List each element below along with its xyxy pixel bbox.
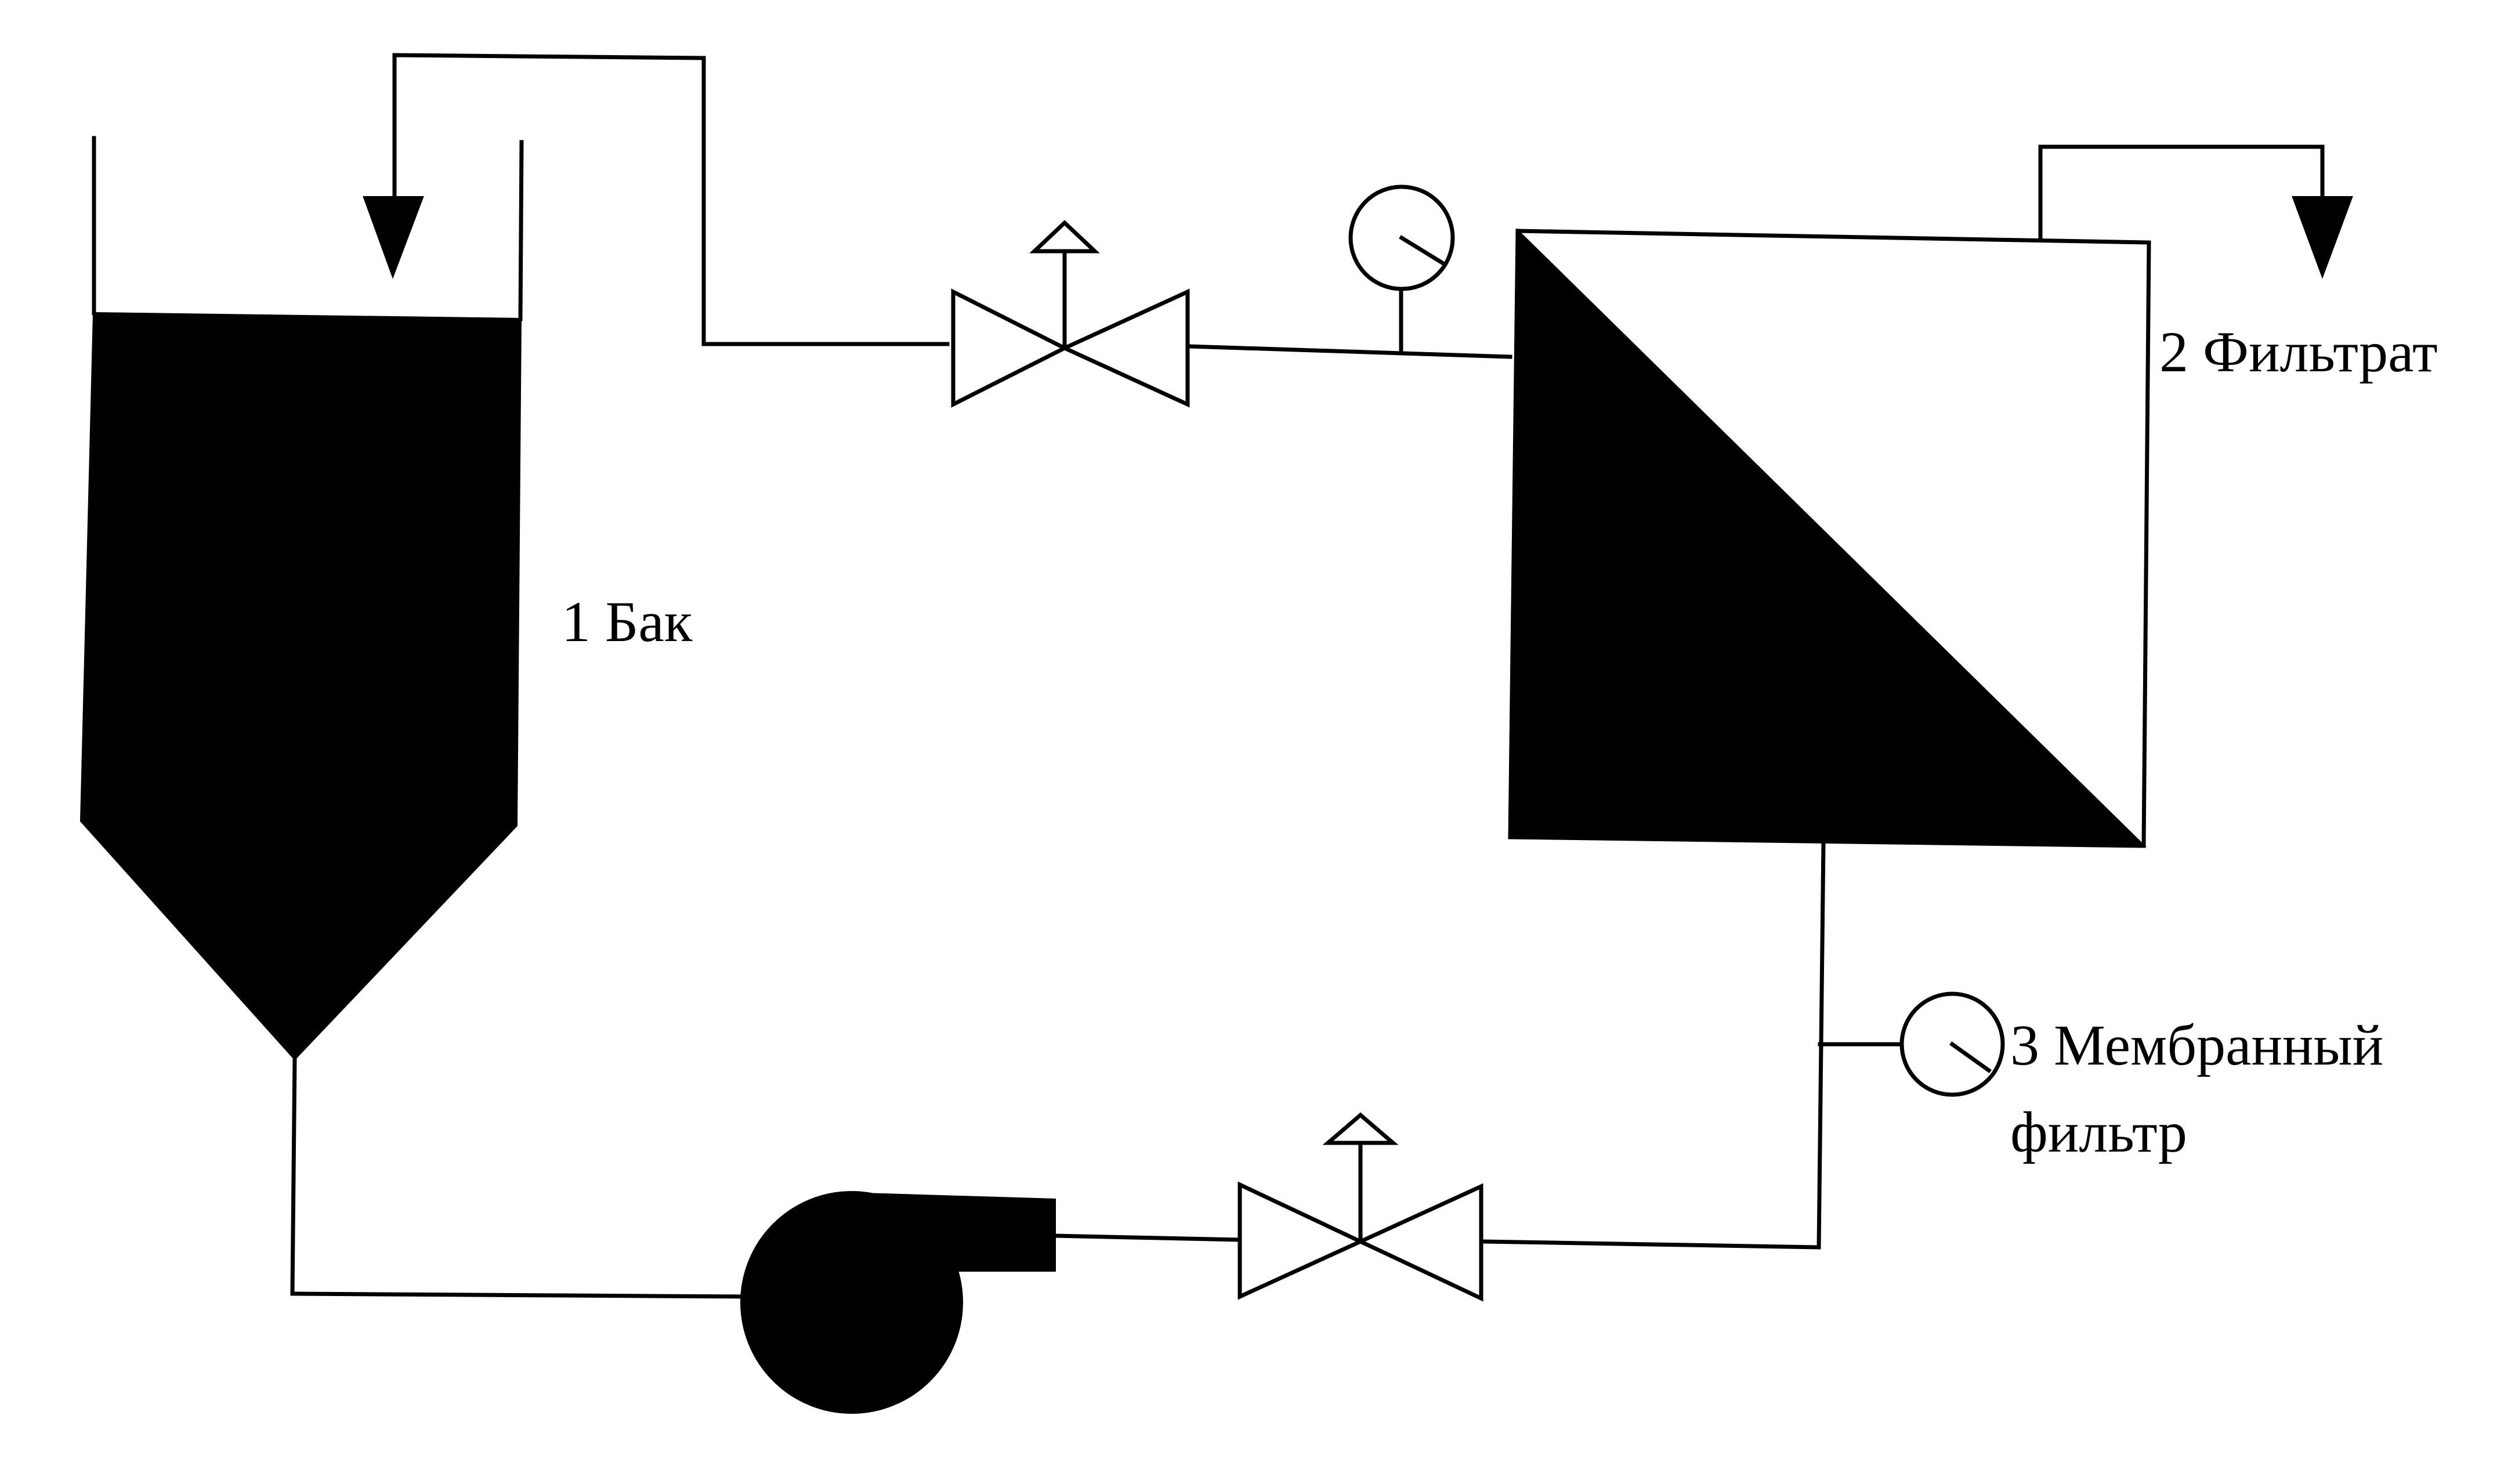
tank-right-wall xyxy=(518,140,524,321)
tank-liquid-fill xyxy=(79,312,522,1060)
membrane-filter-label-line1: 3 Мембранный xyxy=(2010,1013,2383,1077)
filtrate-label: 2 Фильтрат xyxy=(2159,320,2438,384)
membrane-filter xyxy=(1508,228,2151,848)
tank-label: 1 Бак xyxy=(562,589,693,654)
return-arrow-icon xyxy=(363,196,424,279)
tank xyxy=(79,136,524,1060)
filtrate-arrow-icon xyxy=(2292,196,2353,279)
bottom-valve xyxy=(1237,1112,1483,1302)
feed-pipe-top xyxy=(1187,344,1512,359)
pump xyxy=(740,1191,1056,1414)
return-pipe xyxy=(392,53,950,346)
pressure-gauge-top xyxy=(1348,184,1455,353)
pump-discharge-pipe xyxy=(1051,1233,1242,1242)
pressure-gauge-side xyxy=(1818,991,2005,1097)
membrane-fill xyxy=(1508,228,2147,848)
top-valve xyxy=(951,220,1190,408)
membrane-filter-label-line2: фильтр xyxy=(2010,1100,2187,1164)
tank-outlet-pipe xyxy=(290,1056,747,1299)
filtrate-pipe xyxy=(2038,144,2325,242)
concentrate-pipe xyxy=(1483,840,1826,1250)
